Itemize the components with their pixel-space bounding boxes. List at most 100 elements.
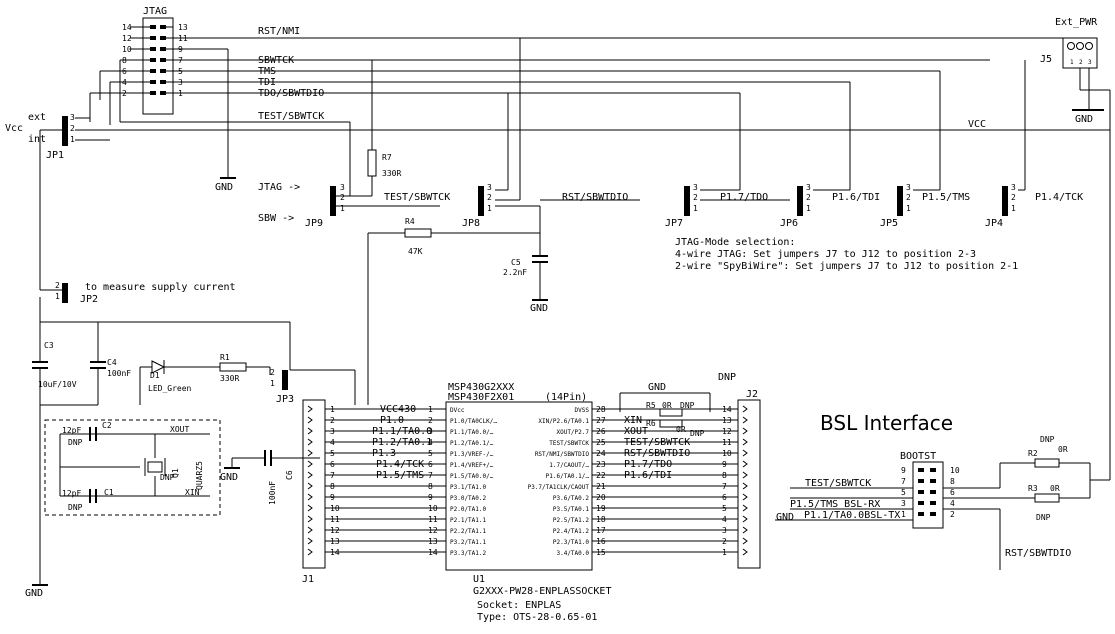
svg-text:2: 2 — [1011, 193, 1016, 202]
ic-pin-number: 4 — [428, 438, 433, 447]
svg-text:1: 1 — [806, 204, 811, 213]
svg-text:P1.1/TA0.0: P1.1/TA0.0 — [372, 426, 432, 437]
r1: R1 330R — [219, 353, 270, 383]
svg-text:2: 2 — [270, 368, 275, 377]
ic-pin-number: 12 — [428, 526, 438, 535]
svg-text:2.2nF: 2.2nF — [503, 268, 527, 277]
net-p17-tdo: P1.7/TDO — [720, 192, 768, 203]
c4: C4 100nF — [90, 322, 131, 405]
svg-text:ext: ext — [28, 112, 46, 123]
bootst-pin-number: 4 — [950, 499, 955, 508]
svg-text:R5: R5 — [646, 401, 656, 410]
svg-text:C5: C5 — [511, 258, 521, 267]
bootst-pin-number: 9 — [901, 466, 906, 475]
bsl-wires — [775, 458, 1110, 570]
svg-text:R4: R4 — [405, 217, 415, 226]
svg-text:Q1: Q1 — [171, 468, 180, 478]
bootst-pin-number: 8 — [950, 477, 955, 486]
ic-pin-number: 3 — [428, 427, 433, 436]
net-vcc: VCC — [968, 119, 986, 130]
ic-pin-function: P1.6/TA0.1/… — [546, 473, 590, 480]
ic-pin-function: P2.5/TA1.2 — [553, 517, 590, 524]
svg-text:P1.3: P1.3 — [372, 448, 396, 459]
ic-pin-number: 21 — [596, 482, 606, 491]
ic-pin-function: P3.1/TA1.0 — [450, 484, 487, 491]
r4: R4 47K — [367, 217, 540, 405]
ic-pin-function: 3.4/TA0.0 — [556, 550, 589, 557]
svg-text:2: 2 — [70, 124, 75, 133]
jtag-pin-number: 13 — [178, 23, 188, 32]
svg-text:100nF: 100nF — [268, 481, 277, 505]
crystal-box: XOUT XIN 12pF C2 DNP 12pF C1 DNP DNP Q1 … — [44, 419, 221, 516]
ic-ref: U1 — [473, 574, 485, 585]
svg-text:2: 2 — [906, 193, 911, 202]
ic-pin-number: 27 — [596, 416, 606, 425]
svg-text:C2: C2 — [102, 421, 112, 430]
svg-text:2: 2 — [340, 193, 345, 202]
net-tdo-sbwtdio: TDO/SBWTDIO — [258, 88, 324, 99]
svg-text:JP4: JP4 — [985, 218, 1003, 229]
j2-ref: J2 — [746, 389, 758, 400]
svg-text:1: 1 — [693, 204, 698, 213]
svg-text:3: 3 — [1011, 183, 1016, 192]
net-rst-sbwtdio: RST/SBWTDIO — [562, 192, 628, 203]
svg-text:3: 3 — [340, 183, 345, 192]
svg-text:C4: C4 — [107, 358, 117, 367]
svg-text:GND: GND — [1075, 114, 1093, 125]
net-rst-nmi: RST/NMI — [258, 26, 300, 37]
jp8-ref: JP8 — [462, 218, 480, 229]
net-p15-tms: P1.5/TMS — [922, 192, 970, 203]
svg-text:JP6: JP6 — [780, 218, 798, 229]
bootst-pin-number: 7 — [901, 477, 906, 486]
ic-pin-function: DVSS — [575, 407, 590, 414]
ic-pin-number: 28 — [596, 405, 606, 414]
jp7: 3 2 1 JP7 — [665, 93, 790, 229]
ic-pin-function: P2.0/TA1.0 — [450, 506, 487, 513]
svg-text:JP7: JP7 — [665, 218, 683, 229]
ic-pin-number: 9 — [428, 493, 433, 502]
ic-pin-number: 5 — [428, 449, 433, 458]
ic-pin-function: P1.0/TA0CLK/… — [450, 418, 497, 425]
bsl-tx: P1.1/TA0.0BSL-TX — [804, 510, 900, 521]
ic-part2: MSP430F2X01 — [448, 392, 514, 403]
ic-pin-function: RST/NMI/SBWTDIO — [535, 451, 590, 458]
j1-net-labels: VCC430 P1.0 P1.1/TA0.0 P1.2/TA0.1 P1.3 P… — [372, 404, 432, 481]
ic-pin-number: 8 — [428, 482, 433, 491]
net-tms: TMS — [258, 66, 276, 77]
svg-text:2: 2 — [55, 281, 60, 290]
svg-text:DNP: DNP — [1036, 513, 1051, 522]
svg-text:C6: C6 — [285, 470, 294, 480]
svg-text:330R: 330R — [220, 374, 239, 383]
svg-text:1: 1 — [1011, 204, 1016, 213]
jtag-mode-note: JTAG-Mode selection: 4-wire JTAG: Set ju… — [675, 237, 1018, 272]
jp5: 3 2 1 JP5 — [880, 71, 941, 229]
ic-pin-function: P2.1/TA1.1 — [450, 517, 487, 524]
svg-text:R6: R6 — [646, 419, 656, 428]
jp3-ref: JP3 — [276, 394, 294, 405]
ic-pin-number: 22 — [596, 471, 606, 480]
bootst-pin-number: 5 — [901, 488, 906, 497]
svg-text:4-wire JTAG: Set jumpers J7 to: 4-wire JTAG: Set jumpers J7 to J12 to po… — [675, 249, 976, 260]
ic-pin-function: P3.2/TA1.1 — [450, 539, 487, 546]
svg-text:SBW ->: SBW -> — [258, 213, 294, 224]
svg-text:P1.0: P1.0 — [380, 415, 404, 426]
svg-text:JTAG-Mode selection:: JTAG-Mode selection: — [675, 237, 795, 248]
svg-text:2: 2 — [693, 193, 698, 202]
svg-text:0R: 0R — [1058, 445, 1068, 454]
j2-net-labels: TEST/SBWTCK RST/SBWTDIO P1.7/TDO P1.6/TD… — [624, 415, 690, 481]
svg-text:P1.5/TMS: P1.5/TMS — [376, 470, 424, 481]
svg-text:D1: D1 — [150, 371, 160, 380]
ic-pin-number: 15 — [596, 548, 606, 557]
svg-text:R7: R7 — [382, 153, 392, 162]
svg-text:XOUT: XOUT — [170, 425, 189, 434]
gnd-bottom-left: GND — [25, 588, 43, 599]
ic-pins-label: (14Pin) — [545, 392, 587, 403]
svg-text:0R: 0R — [1050, 484, 1060, 493]
svg-text:LED_Green: LED_Green — [148, 384, 192, 393]
svg-text:3: 3 — [487, 183, 492, 192]
svg-text:2: 2 — [487, 193, 492, 202]
jp3: 2 1 JP3 — [269, 367, 356, 405]
net-tdi: TDI — [258, 77, 276, 88]
svg-text:TEST/SBWTCK: TEST/SBWTCK — [624, 437, 690, 448]
